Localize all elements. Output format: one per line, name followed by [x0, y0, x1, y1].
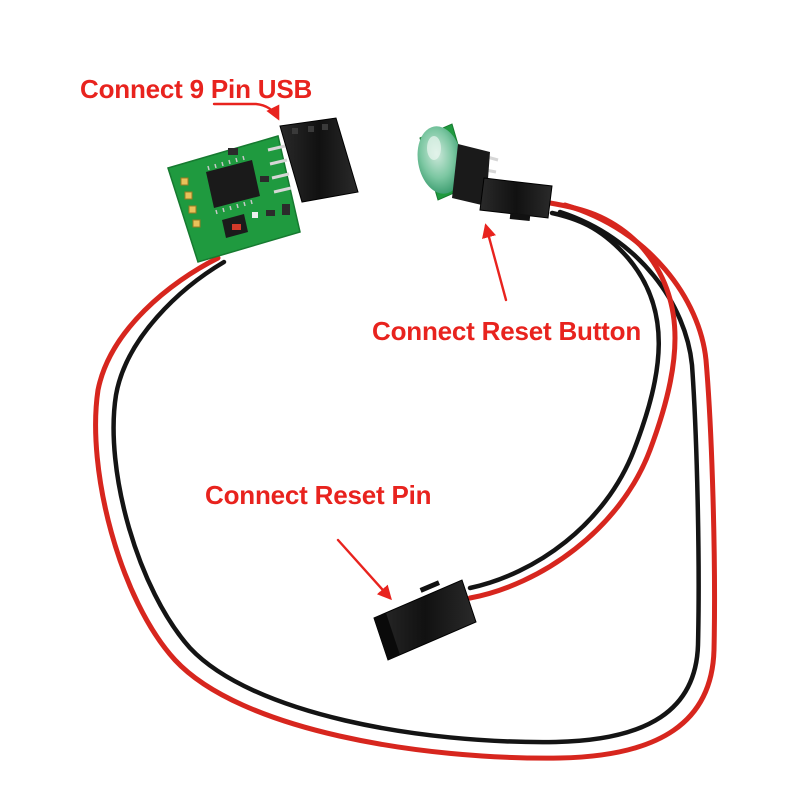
- usb-arrow-icon: [212, 102, 280, 121]
- ic-chip: [206, 160, 260, 208]
- button-annotation-label: Connect Reset Button: [372, 316, 642, 346]
- button-connector-tab: [509, 212, 531, 222]
- smd-component: [228, 148, 238, 155]
- wire-black-outer: [111, 209, 701, 745]
- wire-red-inner: [467, 200, 678, 601]
- button-arrow-icon: [482, 223, 508, 302]
- header-pins: [267, 144, 292, 194]
- led: [232, 224, 241, 230]
- reset-pin-latch: [419, 580, 440, 593]
- pcb-pads: [180, 177, 201, 228]
- reset-pin-connector: [373, 579, 477, 661]
- pcb-module: [167, 117, 359, 263]
- button-dupont-connector: [479, 177, 553, 219]
- smd-component: [282, 204, 290, 215]
- pin-arrow-icon: [336, 538, 392, 601]
- smd-component: [266, 210, 275, 216]
- button-housing: [452, 144, 490, 206]
- ic-pins: [207, 155, 253, 215]
- usb-header-connector: [279, 117, 359, 203]
- wire-red-outer: [93, 202, 718, 761]
- smd-component: [252, 212, 258, 218]
- annotation-arrows: [212, 102, 508, 601]
- button-cap-highlight: [427, 136, 441, 160]
- pin-annotation-label: Connect Reset Pin: [205, 480, 432, 510]
- reset-button-assembly: [417, 123, 553, 222]
- usb-header-holes: [292, 124, 328, 134]
- smd-component: [260, 176, 269, 182]
- usb-annotation-label: Connect 9 Pin USB: [80, 74, 313, 104]
- wire-black-inner: [467, 210, 661, 591]
- reset-pin-face: [374, 613, 400, 660]
- wire-loop: [93, 200, 718, 761]
